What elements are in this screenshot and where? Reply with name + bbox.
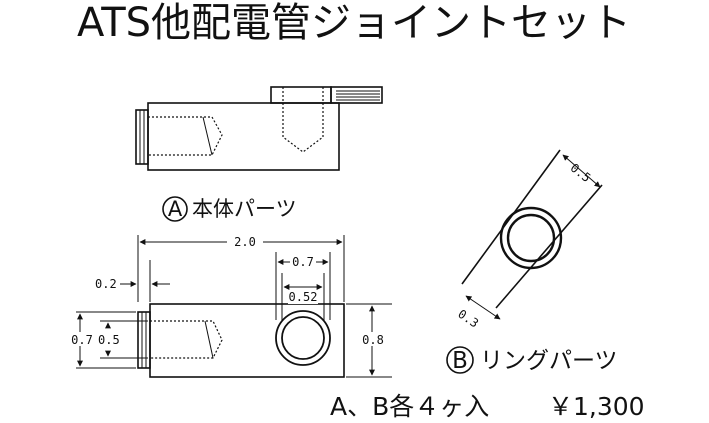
dim-left-inner: 0.5 — [98, 333, 120, 347]
part-b-marker: B — [452, 348, 468, 374]
part-a-top-drawing — [135, 86, 383, 171]
part-b-drawing — [461, 149, 603, 320]
dim-ring-inner: 0.3 — [455, 307, 481, 331]
part-a-marker: A — [168, 197, 183, 221]
price-text: ￥1,300 — [548, 392, 645, 421]
part-a-marker-circle — [162, 196, 188, 222]
dimension-lines — [76, 235, 392, 378]
quantity-text: A、B各４ヶ入 — [330, 392, 489, 421]
dim-bore-outer: 0.7 — [292, 255, 314, 269]
dim-overall-length: 2.0 — [234, 235, 256, 249]
part-b-caption: B リングパーツ — [446, 346, 618, 374]
dim-left-outer: 0.7 — [71, 333, 93, 347]
part-a-label: 本体パーツ — [192, 197, 297, 221]
dim-offset: 0.2 — [95, 277, 117, 291]
page-title: ATS他配電管ジョイントセット — [77, 0, 631, 46]
dim-height: 0.8 — [362, 333, 384, 347]
part-a-front-drawing — [137, 303, 345, 378]
part-b-marker-circle — [446, 346, 474, 374]
dim-ring-outer: 0.5 — [568, 161, 594, 185]
part-b-label: リングパーツ — [480, 348, 618, 374]
dim-bore-inner: 0.52 — [289, 290, 318, 304]
part-a-caption: A 本体パーツ — [162, 196, 297, 222]
